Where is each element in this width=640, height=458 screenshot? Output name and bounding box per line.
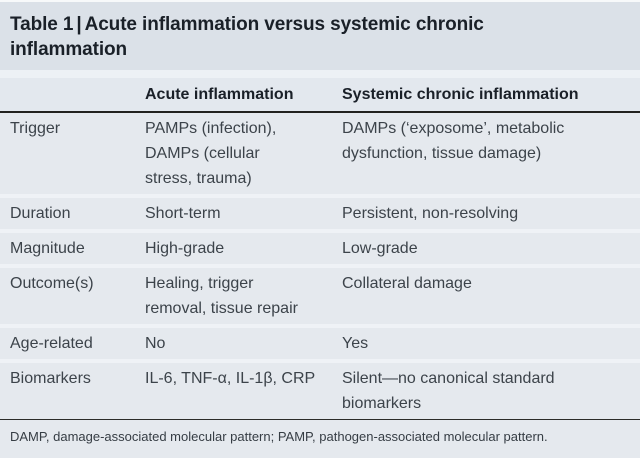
table-number-label: Table 1 xyxy=(10,14,74,35)
table-row-outcomes: Outcome(s) Healing, trigger removal, tis… xyxy=(0,264,640,326)
row-label: Biomarkers xyxy=(0,359,145,419)
cell-chronic: Persistent, non-resolving xyxy=(342,194,640,231)
row-label: Trigger xyxy=(0,112,145,196)
table-title: Table 1|Acute inflammation versus system… xyxy=(10,12,626,62)
column-header-empty xyxy=(0,78,145,113)
table-row-duration: Duration Short-term Persistent, non-reso… xyxy=(0,194,640,231)
title-separator: | xyxy=(76,14,82,35)
table-row-trigger: Trigger PAMPs (infection), DAMPs (cellul… xyxy=(0,112,640,196)
cell-chronic: Yes xyxy=(342,324,640,361)
row-label: Age-related xyxy=(0,324,145,361)
cell-chronic: DAMPs (‘exposome’, metabolic dysfunction… xyxy=(342,112,640,196)
table-footnote-block: DAMP, damage-associated molecular patter… xyxy=(0,419,640,455)
cell-chronic: Collateral damage xyxy=(342,264,640,326)
row-label: Duration xyxy=(0,194,145,231)
cell-chronic: Silent—no canonical standard biomarkers xyxy=(342,359,640,419)
row-label: Outcome(s) xyxy=(0,264,145,326)
cell-acute: Short-term xyxy=(145,194,342,231)
cell-acute: IL-6, TNF-α, IL-1β, CRP xyxy=(145,359,342,419)
cell-acute: PAMPs (infection), DAMPs (cellular stres… xyxy=(145,112,342,196)
table-header-row: Acute inflammation Systemic chronic infl… xyxy=(0,78,640,113)
column-header-chronic: Systemic chronic inflammation xyxy=(342,78,640,113)
table-row-age-related: Age-related No Yes xyxy=(0,324,640,361)
cell-acute: No xyxy=(145,324,342,361)
table-title-block: Table 1|Acute inflammation versus system… xyxy=(0,0,640,70)
table-title-text: Acute inflammation versus systemic chron… xyxy=(10,14,484,60)
table-footnote: DAMP, damage-associated molecular patter… xyxy=(10,429,548,444)
comparison-table: Acute inflammation Systemic chronic infl… xyxy=(0,78,640,419)
row-label: Magnitude xyxy=(0,229,145,266)
cell-acute: High-grade xyxy=(145,229,342,266)
cell-chronic: Low-grade xyxy=(342,229,640,266)
column-header-acute: Acute inflammation xyxy=(145,78,342,113)
cell-acute: Healing, trigger removal, tissue repair xyxy=(145,264,342,326)
title-header-gap xyxy=(0,70,640,78)
table-row-magnitude: Magnitude High-grade Low-grade xyxy=(0,229,640,266)
table-row-biomarkers: Biomarkers IL-6, TNF-α, IL-1β, CRP Silen… xyxy=(0,359,640,419)
